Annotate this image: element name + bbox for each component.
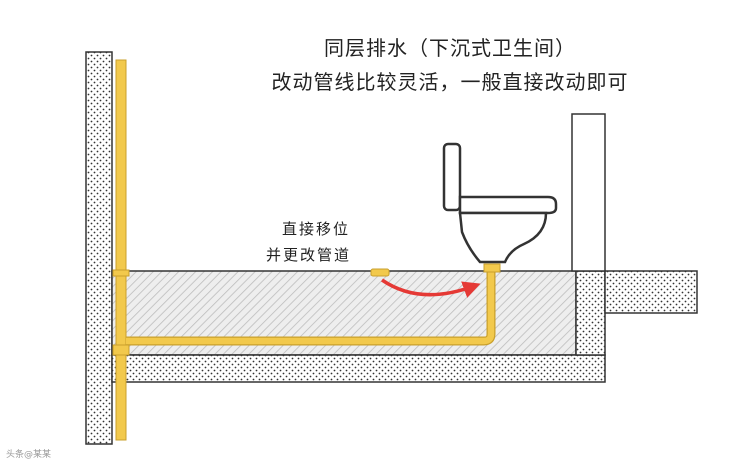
relocation-arrow xyxy=(381,278,481,298)
right-slab-vertical xyxy=(575,270,606,356)
pipe-coupling-upper xyxy=(112,269,130,277)
toilet xyxy=(442,142,558,264)
left-wall xyxy=(85,51,113,445)
right-wall xyxy=(571,113,606,272)
floor-slab xyxy=(111,354,606,383)
right-slab-extension xyxy=(604,270,698,314)
title-line-1: 同层排水（下沉式卫生间） xyxy=(324,36,576,60)
annotation-line-2: 并更改管道 xyxy=(266,246,352,264)
annotation-line-1: 直接移位 xyxy=(282,220,351,238)
toilet-seat xyxy=(458,195,558,215)
title-line-2: 改动管线比较灵活，一般直接改动即可 xyxy=(271,70,629,94)
toilet-drain-flange xyxy=(483,263,501,273)
pipe-coupling-lower xyxy=(112,344,130,356)
old-drain-stub xyxy=(370,268,390,277)
toilet-tank xyxy=(442,142,462,212)
watermark: 头条@某某 xyxy=(6,450,52,460)
vertical-drain-pipe xyxy=(115,59,127,441)
toilet-bowl xyxy=(458,211,548,264)
